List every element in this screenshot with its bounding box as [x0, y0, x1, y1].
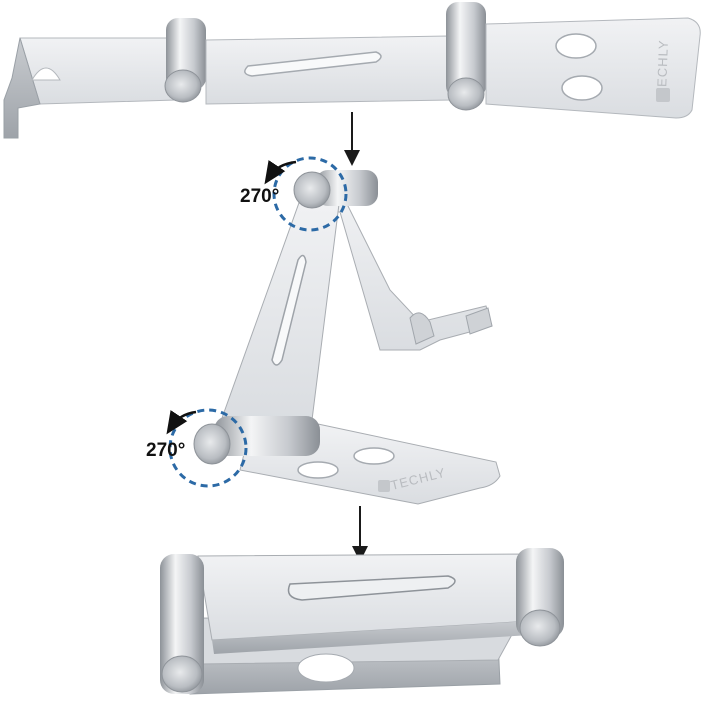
unfolded-stand: TECHLY [3, 2, 701, 139]
brand-icon [378, 480, 390, 492]
hinge-cap [293, 171, 331, 209]
hinge-cap [193, 423, 231, 465]
rotation-indicator [168, 408, 248, 488]
mid-bottom-hinge [214, 416, 320, 456]
base-hole [297, 461, 339, 479]
rotation-arrow [166, 410, 197, 435]
half-folded-stand: 270° TECHLY 270° [146, 156, 501, 505]
rotation-label-top: 270° [240, 186, 279, 207]
brand-icon [656, 88, 670, 102]
brand-logo: TECHLY [654, 39, 671, 96]
rotation-label-bottom: 270° [146, 440, 185, 461]
folded-stand [160, 548, 564, 695]
folded-hole [297, 653, 355, 683]
plate-hole [561, 75, 603, 101]
middle-slot [244, 51, 382, 77]
front-arm [221, 195, 341, 421]
hinge-cap [164, 69, 202, 103]
hinge-cap [447, 77, 485, 111]
top-hinge-right [446, 2, 486, 98]
rotation-indicator [272, 156, 348, 232]
folded-slot [287, 575, 456, 601]
middle-plate [205, 35, 453, 105]
hinge-cap [519, 609, 561, 647]
hook-notch [31, 67, 61, 81]
right-plate [485, 17, 701, 119]
front-arm-slot [271, 254, 307, 366]
phone-lip [465, 307, 493, 335]
phone-lip [409, 312, 435, 345]
base-hole [353, 447, 395, 465]
folded-top-edge [212, 620, 548, 654]
hinge-cap [161, 655, 203, 693]
rotation-arrow [264, 160, 297, 185]
left-hook [3, 37, 41, 139]
plate-hole [555, 33, 597, 59]
